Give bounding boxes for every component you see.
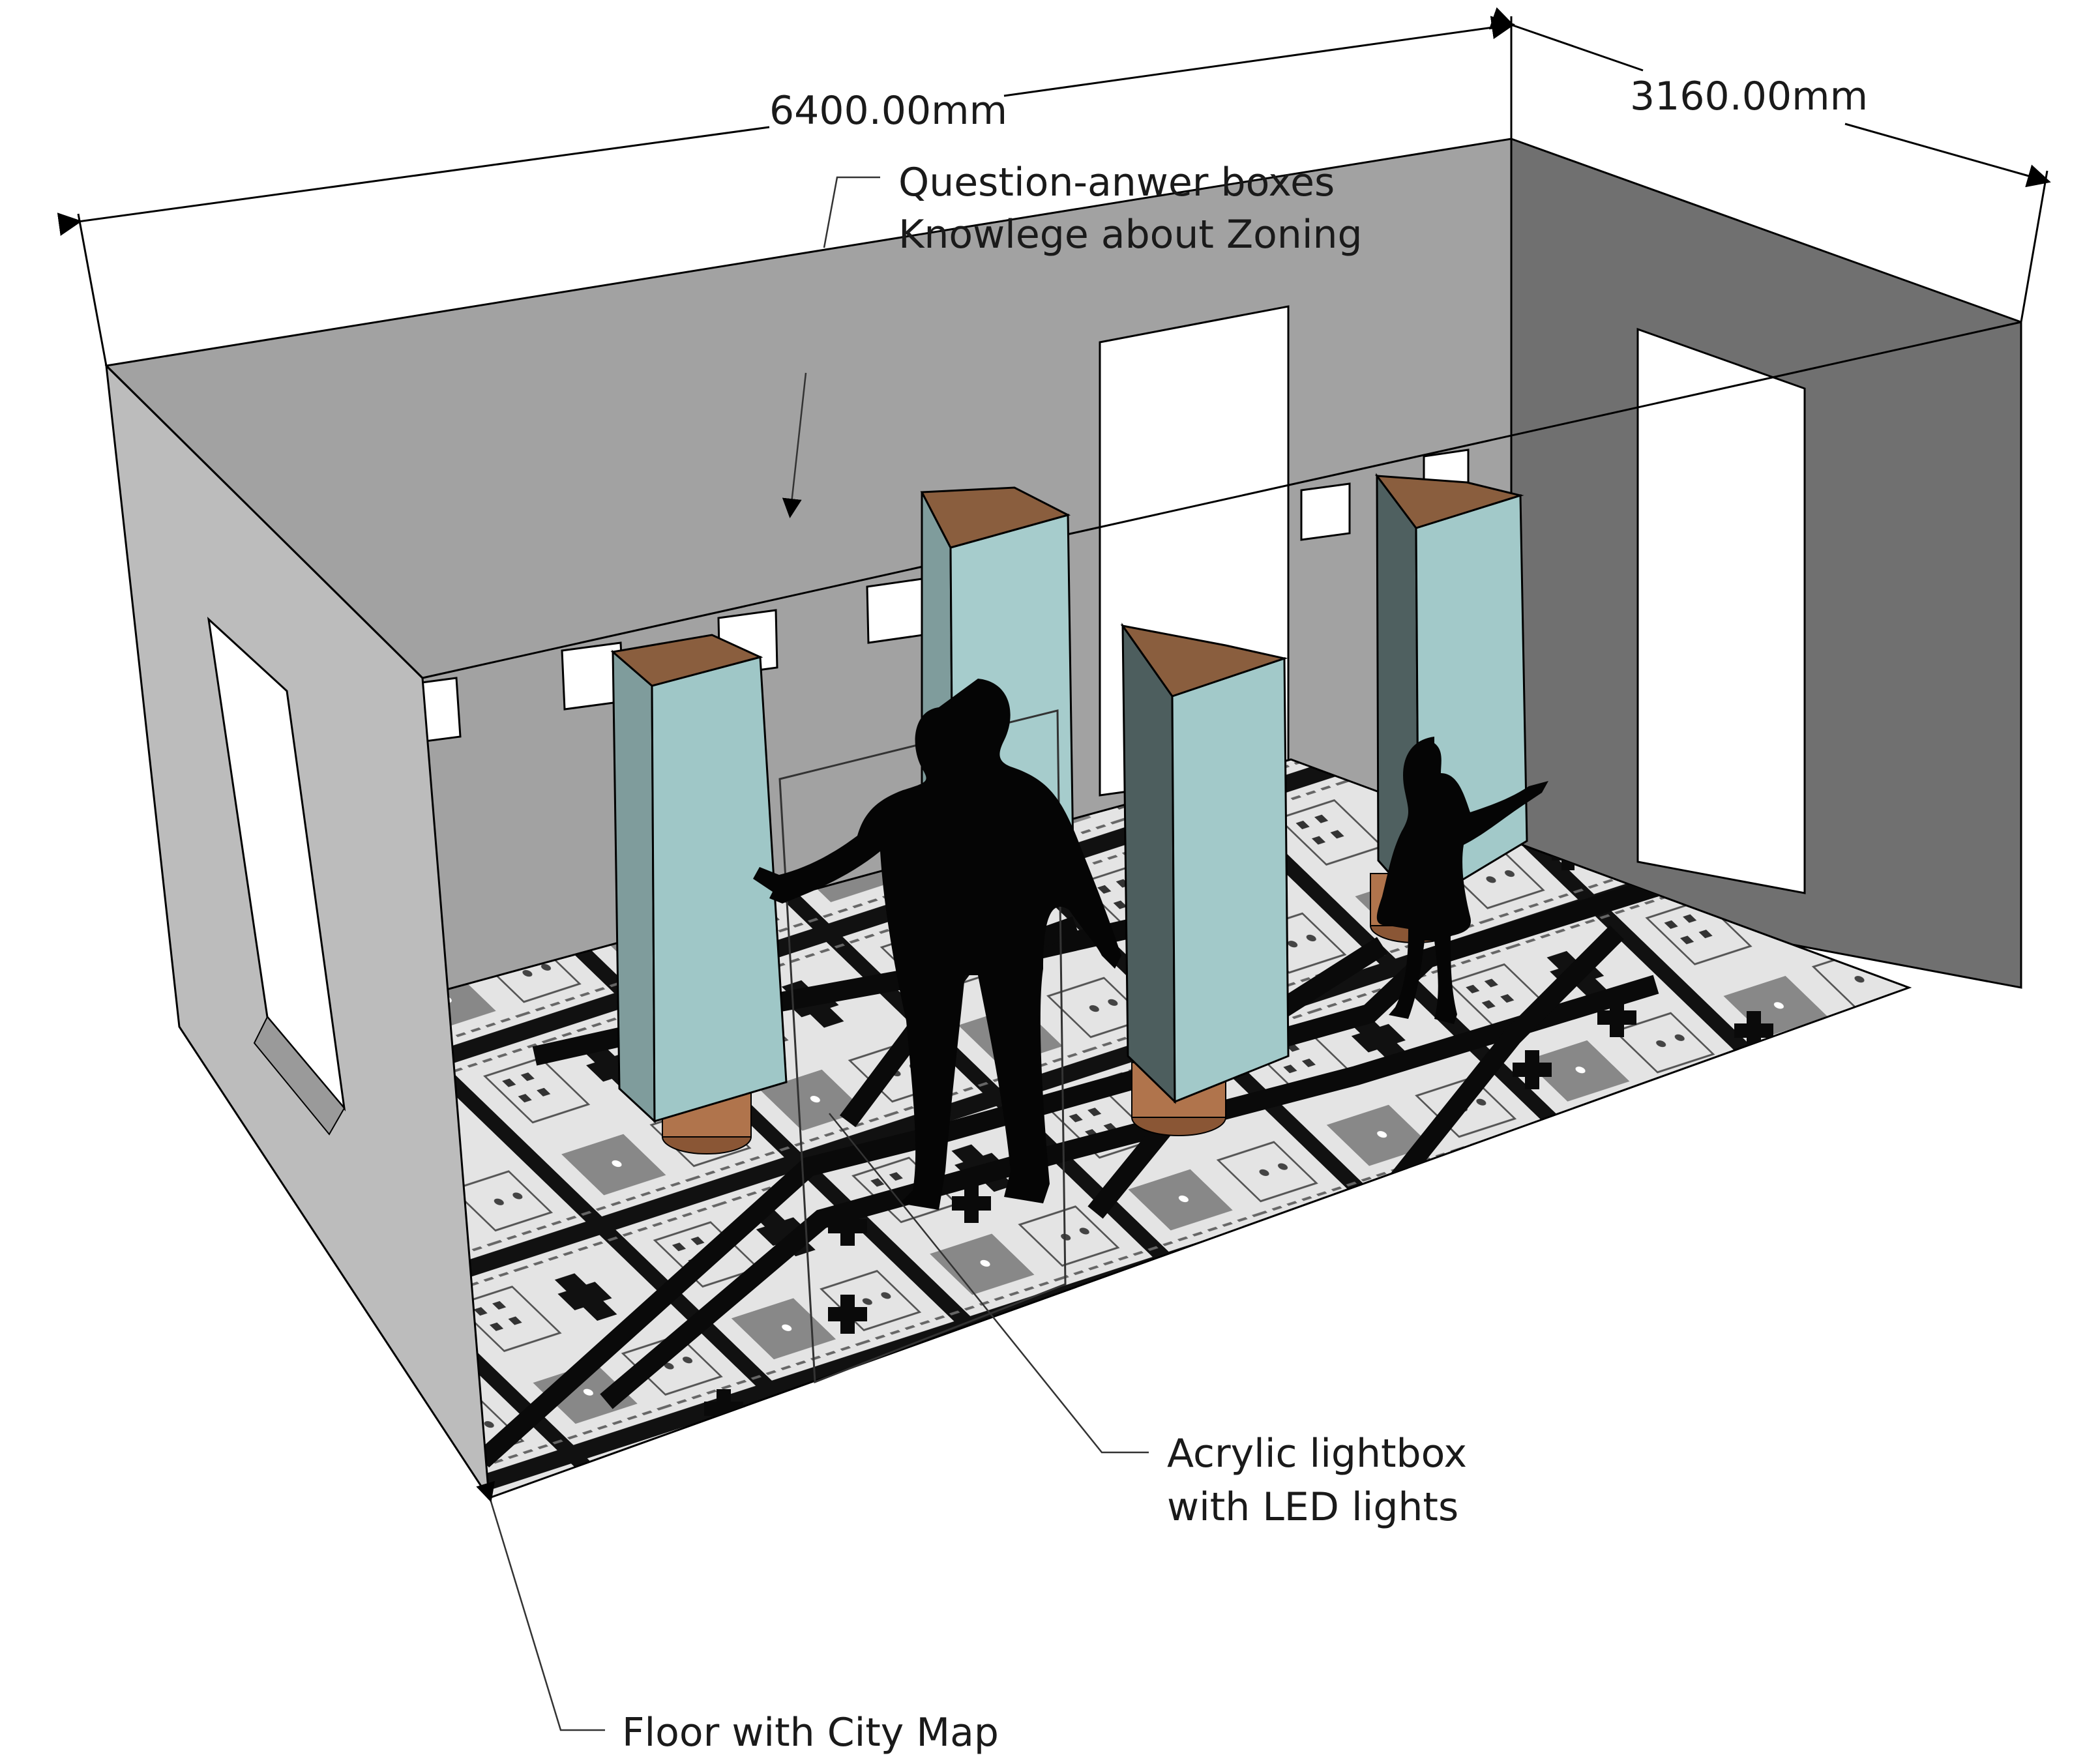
dimension-lines: [57, 7, 2051, 366]
child-silhouette: [1376, 737, 1548, 1024]
question-boxes-arrow: [782, 372, 807, 518]
length-dimension-line: [57, 126, 770, 236]
question-box: [1300, 482, 1351, 541]
question-boxes-leader: [823, 176, 880, 248]
question-boxes-label-line1: Question-anwer boxes: [898, 160, 1335, 205]
man-silhouette: [753, 679, 1121, 1210]
lightbox-label-line2: with LED lights: [1167, 1484, 1458, 1530]
depth-dimension-label: 3160.00mm: [1630, 74, 1868, 119]
lightbox-cap: [920, 486, 1071, 549]
left-door-jamb: [253, 1016, 346, 1136]
floor-leader: [476, 1480, 605, 1731]
question-box: [866, 578, 924, 644]
lightbox-panel: [1171, 656, 1290, 1104]
lightbox-label-line1: Acrylic lightbox: [1167, 1431, 1467, 1477]
depth-dimension-line: [1844, 123, 2051, 188]
question-boxes-label-line2: Knowlege about Zoning: [898, 212, 1363, 257]
length-dimension-line: [1003, 16, 1515, 97]
acrylic-lightbox: [610, 634, 788, 1154]
depth-dimension-line: [1488, 7, 1644, 72]
lightbox-leader: [829, 1113, 1149, 1454]
floor-label: Floor with City Map: [622, 1710, 999, 1756]
right-door: [1636, 327, 1806, 894]
acrylic-lightbox: [1120, 623, 1290, 1136]
lightbox-cap: [610, 634, 763, 687]
lightbox-cap: [1120, 624, 1288, 698]
lightbox-panel: [612, 649, 656, 1124]
leader-lines: [476, 176, 1149, 1731]
length-dimension-label: 6400.00mm: [769, 88, 1007, 134]
lightbox-panel: [1121, 623, 1176, 1104]
room-outline: [105, 321, 2022, 679]
lightbox-cap: [1374, 475, 1524, 529]
